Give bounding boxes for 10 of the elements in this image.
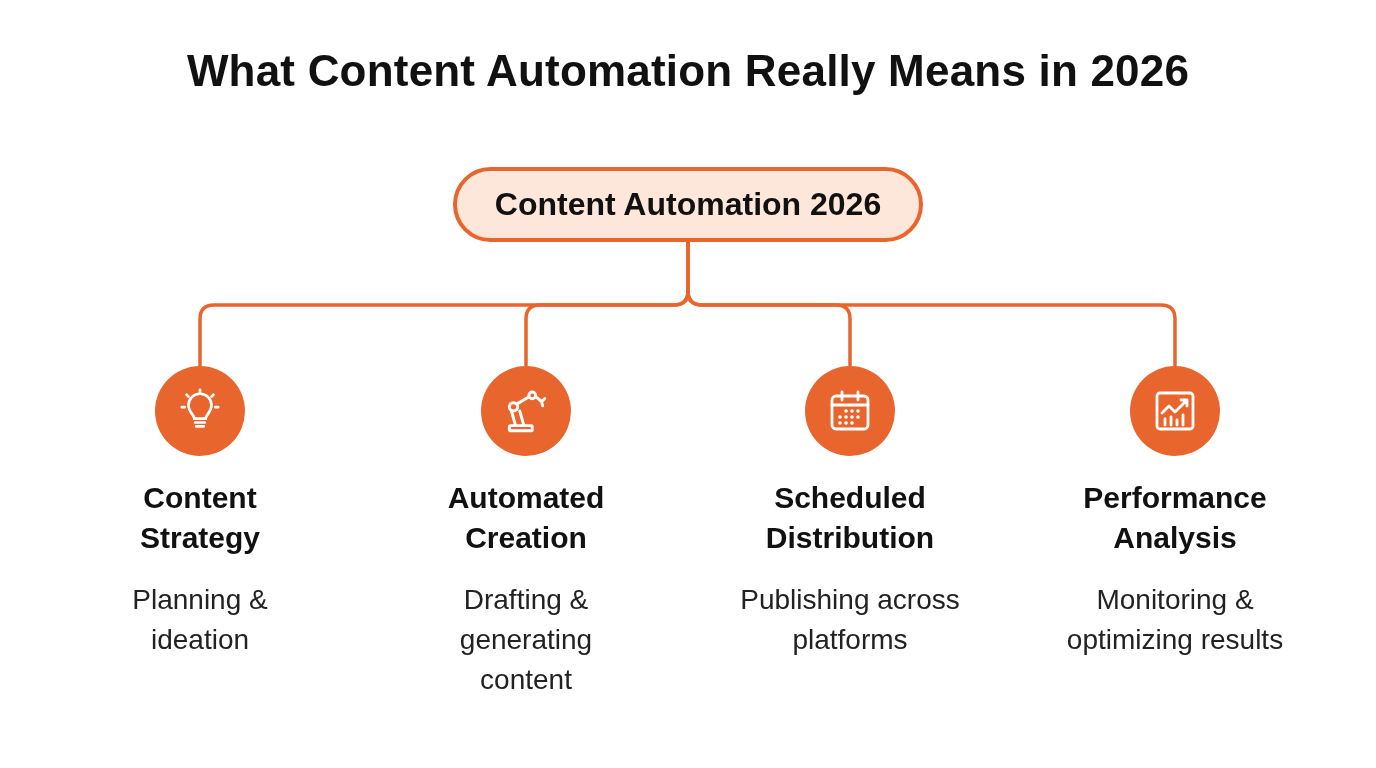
step-description: Monitoring & optimizing results [1065, 583, 1285, 657]
step-heading: Content Strategy [138, 480, 261, 556]
step-heading: Performance Analysis [1082, 480, 1268, 556]
step-heading: Automated Creation [446, 480, 606, 556]
step-heading: Scheduled Distribution [764, 480, 936, 556]
step-description: Planning & ideation [131, 583, 269, 657]
title: What Content Automation Really Means in 2026 [185, 46, 1191, 96]
step-description: Publishing across platforms [739, 583, 961, 657]
step-description: Drafting & generating content [458, 583, 594, 697]
root-pill: Content Automation 2026 [453, 167, 923, 242]
